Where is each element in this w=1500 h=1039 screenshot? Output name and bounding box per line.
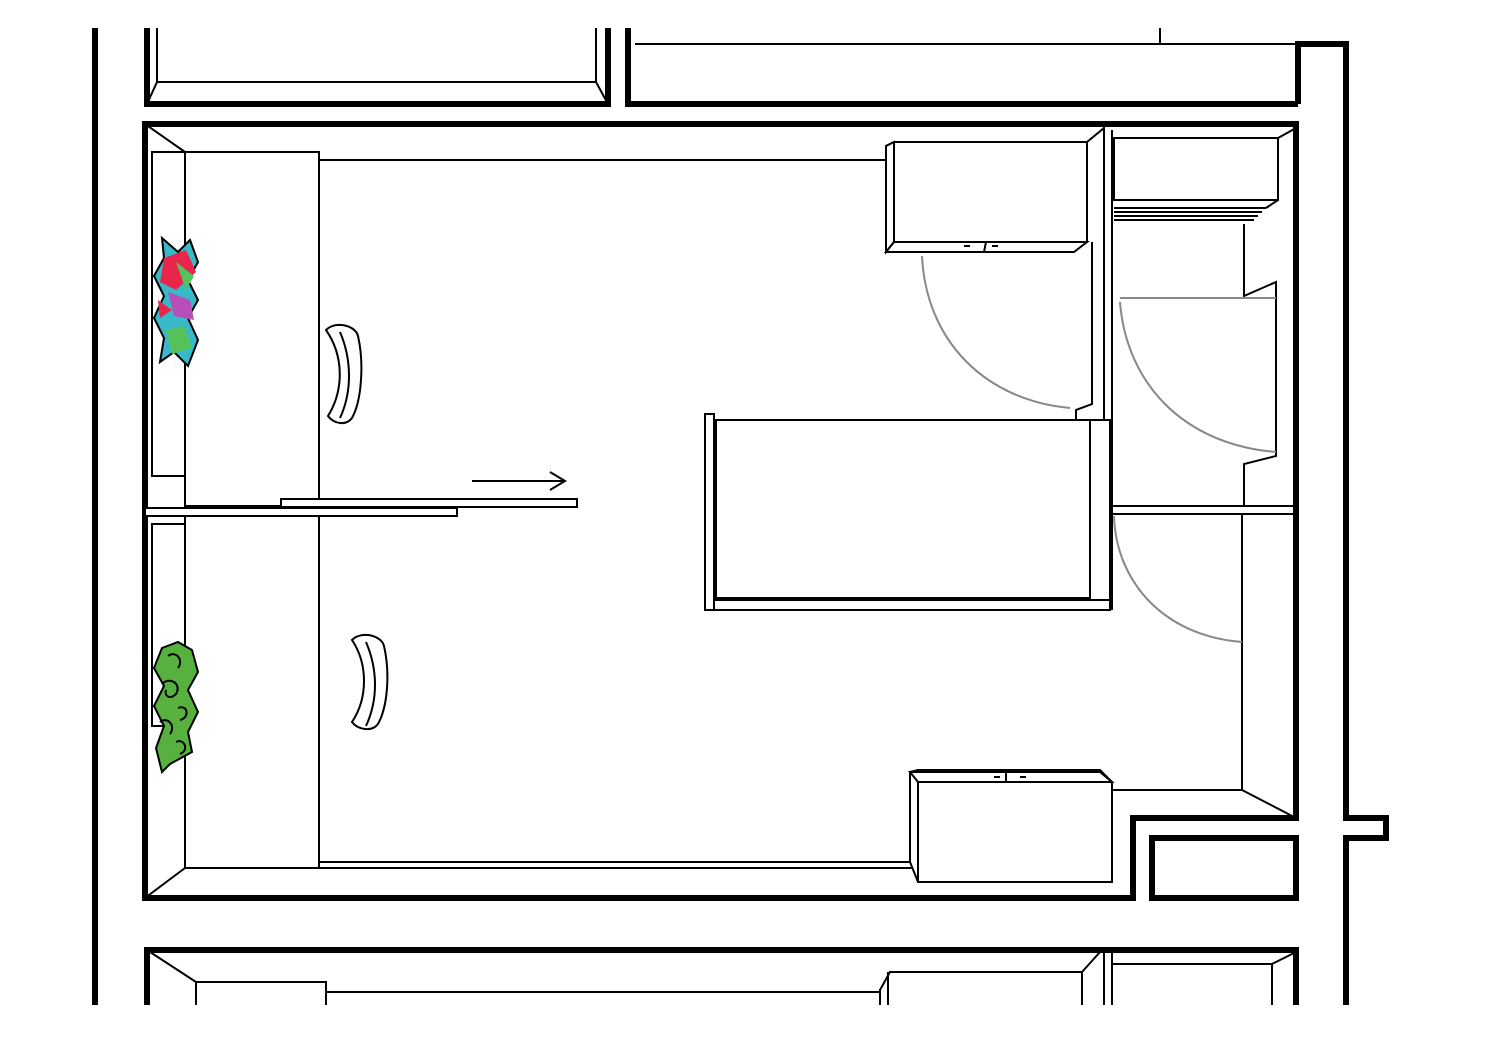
bottom-neighbor-room: [144, 947, 1299, 1005]
utility-box: [1149, 835, 1299, 901]
arrow-right-icon: [472, 471, 567, 491]
interior-walls: [1075, 124, 1297, 819]
top-right-room-wall: [625, 28, 1298, 107]
desk-bottom: [151, 515, 320, 869]
bed: [704, 413, 1111, 611]
door-swings: [921, 255, 1277, 643]
entry-door-swing: [921, 255, 1071, 409]
fabric-swatch-icon: [152, 235, 200, 368]
chair-bottom: [350, 633, 389, 730]
top-neighbor-rooms: [144, 28, 1298, 107]
bottom-room-wall: [144, 947, 1299, 1005]
top-left-room-wall: [144, 28, 611, 107]
chair-top: [324, 323, 363, 424]
wardrobe-bottom: [907, 769, 1115, 883]
outer-walls: [92, 28, 1389, 1005]
wardrobe-top: [883, 140, 1090, 255]
fabric-swatch-icon: [152, 640, 200, 774]
closet-door-swing: [1119, 301, 1277, 453]
bathroom-door-swing: [1113, 515, 1243, 643]
sliding-partition: [144, 498, 578, 517]
right-outer-wall: [1295, 41, 1389, 1005]
